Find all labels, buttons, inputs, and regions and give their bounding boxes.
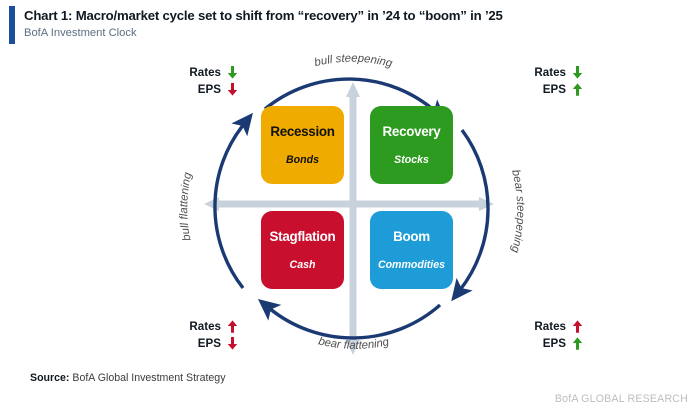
corner-annotation-bottom-right: Rates EPS: [487, 318, 583, 352]
arc-bear-steepening: [451, 128, 490, 302]
quadrant-recession-asset: Bonds: [286, 153, 319, 166]
quadrant-recovery[interactable]: Recovery Stocks: [370, 106, 453, 184]
arrow-up-icon: [572, 337, 583, 350]
corner-label-eps: EPS: [197, 83, 221, 96]
corner-label-rates: Rates: [189, 66, 221, 79]
quadrant-recession[interactable]: Recession Bonds: [261, 106, 344, 184]
quadrant-recovery-name: Recovery: [382, 123, 441, 139]
arc-label-bull-flattening-text: bull flattening: [178, 171, 194, 242]
arc-bull-steepening: [263, 77, 447, 122]
chart-header: Chart 1: Macro/market cycle set to shift…: [0, 0, 700, 50]
quadrant-boom-name: Boom: [393, 228, 430, 244]
quadrant-recovery-asset: Stocks: [394, 153, 429, 166]
cycle-arc-group: [213, 77, 490, 340]
quadrant-stagflation-asset: Cash: [289, 258, 316, 271]
corner-label-eps: EPS: [542, 337, 566, 350]
source-line: Source: BofA Global Investment Strategy: [30, 372, 226, 384]
corner-row-eps: EPS: [487, 335, 583, 352]
arrow-down-icon: [227, 83, 238, 96]
header-accent-bar: [9, 6, 15, 44]
corner-row-eps: EPS: [142, 81, 238, 98]
corner-row-rates: Rates: [487, 318, 583, 335]
corner-annotation-bottom-left: Rates EPS: [142, 318, 238, 352]
axis-horizontal: [204, 197, 494, 211]
arrow-down-icon: [572, 66, 583, 79]
clock-arcs-and-axes: bull steepening bear flattening bull fla…: [178, 53, 526, 355]
corner-label-rates: Rates: [534, 320, 566, 333]
corner-label-rates: Rates: [189, 320, 221, 333]
arc-bear-flattening: [257, 298, 442, 340]
quadrant-boom-asset: Commodities: [377, 258, 446, 271]
corner-row-rates: Rates: [142, 64, 238, 81]
arc-label-bear-steepening-text: bear steepening: [508, 168, 526, 254]
investment-clock-diagram: bull steepening bear flattening bull fla…: [0, 50, 700, 365]
page-title: Chart 1: Macro/market cycle set to shift…: [24, 8, 503, 23]
arc-bull-flattening: [213, 112, 253, 290]
arc-label-bull-steepening-text: bull steepening: [313, 53, 394, 70]
arrow-down-icon: [227, 66, 238, 79]
axis-vertical: [346, 82, 360, 355]
corner-row-rates: Rates: [142, 318, 238, 335]
chart-footer: Source: BofA Global Investment Strategy …: [0, 365, 700, 411]
corner-row-eps: EPS: [142, 335, 238, 352]
arc-label-bull-steepening: bull steepening: [313, 53, 394, 70]
watermark: BofA GLOBAL RESEARCH: [554, 393, 688, 405]
arrow-up-icon: [227, 320, 238, 333]
quadrant-stagflation[interactable]: Stagflation Cash: [261, 211, 344, 289]
source-label: Source:: [30, 372, 70, 384]
arc-label-bull-flattening: bull flattening: [178, 171, 194, 242]
corner-row-eps: EPS: [487, 81, 583, 98]
arc-labels: bull steepening bear flattening bull fla…: [178, 53, 526, 352]
quadrant-stagflation-name: Stagflation: [269, 228, 336, 244]
quadrant-recession-name: Recession: [270, 123, 335, 139]
source-text: BofA Global Investment Strategy: [69, 372, 226, 384]
corner-annotation-top-right: Rates EPS: [487, 64, 583, 98]
arrow-down-icon: [227, 337, 238, 350]
arc-label-bear-flattening-text: bear flattening: [317, 335, 391, 351]
corner-label-rates: Rates: [534, 66, 566, 79]
arc-label-bear-steepening: bear steepening: [508, 168, 526, 254]
corner-annotation-top-left: Rates EPS: [142, 64, 238, 98]
chart-subtitle: BofA Investment Clock: [24, 27, 137, 39]
corner-label-eps: EPS: [197, 337, 221, 350]
quadrant-boom[interactable]: Boom Commodities: [370, 211, 453, 289]
corner-row-rates: Rates: [487, 64, 583, 81]
arrow-up-icon: [572, 320, 583, 333]
corner-label-eps: EPS: [542, 83, 566, 96]
arc-label-bear-flattening: bear flattening: [317, 335, 391, 351]
arrow-up-icon: [572, 83, 583, 96]
